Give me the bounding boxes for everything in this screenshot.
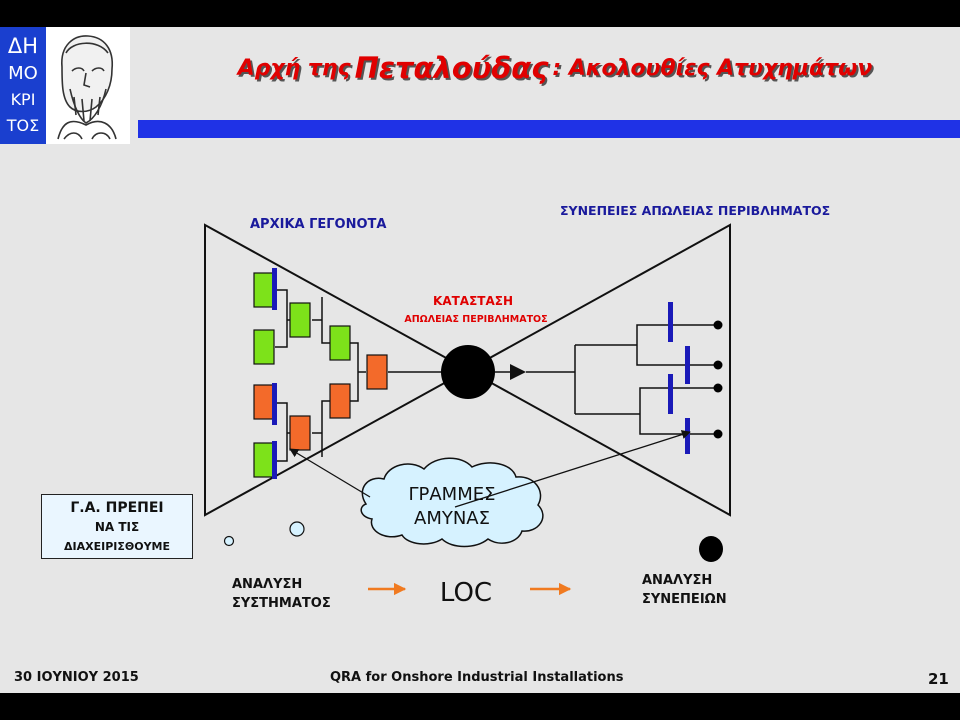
fault-tree-lines xyxy=(275,289,443,462)
slide-title: Αρχή της Πεταλούδας : Ακολουθίες Ατυχημά… xyxy=(150,43,960,93)
label-initial-events: ΑΡΧΙΚΑ ΓΕΓΟΝΟΤΑ xyxy=(250,217,386,232)
bottom-left-line2: ΣΥΣΤΗΜΑΤΟΣ xyxy=(232,596,331,611)
bottom-left-line1: ΑΝΑΛΥΣΗ xyxy=(232,577,302,592)
intermediate-box-orange xyxy=(289,415,311,451)
bowtie-diagram: ΓΡΑΜΜΕΣ ΑΜΥΝΑΣ ΑΡΧΙΚΑ ΓΕΓΟΝΟΤΑ ΣΥΝΕΠΕΙΕΣ… xyxy=(204,203,830,611)
cloud-text-line2: ΑΜΥΝΑΣ xyxy=(414,508,490,529)
footer-title: QRA for Onshore Industrial Installations xyxy=(330,670,624,685)
loss-of-containment-node xyxy=(441,345,495,399)
logo-letters-3: ΚΡΙ xyxy=(11,90,36,109)
barrier-bar xyxy=(272,268,277,310)
footer-date: 30 ΙΟΥΝΙΟΥ 2015 xyxy=(14,670,139,685)
cloud-text-line1: ΓΡΑΜΜΕΣ xyxy=(408,484,495,505)
title-part-3: : Ακολουθίες Ατυχημάτων xyxy=(552,55,873,81)
center-arrowhead xyxy=(510,364,526,380)
pointer-arrow-right xyxy=(454,430,691,508)
bust-portrait-icon xyxy=(57,35,117,140)
slide: ΔΗ ΜΟ ΚΡΙ ΤΟΣ Αρχή της Πεταλούδας : Ακολ… xyxy=(0,27,960,693)
initial-event-box-green xyxy=(253,329,275,365)
top-event-box-orange xyxy=(366,354,388,390)
democritus-logo: ΔΗ ΜΟ ΚΡΙ ΤΟΣ xyxy=(0,27,130,144)
bottom-right-line1: ΑΝΑΛΥΣΗ xyxy=(642,573,712,588)
outcome-dot xyxy=(713,383,723,393)
label-consequences: ΣΥΝΕΠΕΙΕΣ ΑΠΩΛΕΙΑΣ ΠΕΡΙΒΛΗΜΑΤΟΣ xyxy=(560,203,830,218)
consequence-dot xyxy=(699,536,723,562)
logo-letters-4: ΤΟΣ xyxy=(6,116,39,135)
title-part-2: Πεταλούδας xyxy=(354,51,549,85)
intermediate-box-orange xyxy=(329,383,351,419)
note-line2: ΝΑ ΤΙΣ xyxy=(94,520,140,534)
center-state-line1: ΚΑΤΑΣΤΑΣΗ xyxy=(433,294,513,308)
intermediate-box-green xyxy=(329,325,351,361)
barrier-bar xyxy=(272,441,277,479)
right-triangle xyxy=(465,223,731,517)
outcome-dot xyxy=(713,429,723,439)
barrier-bar xyxy=(685,418,690,454)
initial-event-box-orange xyxy=(253,384,275,420)
logo-letters-1: ΔΗ xyxy=(8,34,38,58)
initial-event-box-green xyxy=(253,272,275,308)
page-number: 21 xyxy=(928,670,949,688)
note-line1: Γ.Α. ΠΡΕΠΕΙ xyxy=(70,500,164,516)
bottom-center-loc: LOC xyxy=(440,578,492,608)
initial-event-box-green xyxy=(253,442,275,478)
logo-letters-2: ΜΟ xyxy=(8,63,38,84)
event-tree-lines xyxy=(526,324,718,435)
center-state-line2: ΑΠΩΛΕΙΑΣ ΠΕΡΙΒΛΗΜΑΤΟΣ xyxy=(404,314,547,325)
title-part-1: Αρχή της xyxy=(237,55,351,81)
barrier-bar xyxy=(668,302,673,342)
defense-lines-cloud xyxy=(223,457,544,548)
left-triangle xyxy=(204,223,471,517)
note-box: Γ.Α. ΠΡΕΠΕΙ ΝΑ ΤΙΣ ΔΙΑΧΕΙΡΙΣΘΟΥΜΕ xyxy=(41,494,193,559)
outcome-dot xyxy=(713,360,723,370)
barrier-bar xyxy=(685,346,690,384)
barrier-bar xyxy=(272,383,277,425)
title-underline-bar xyxy=(138,120,960,138)
pointer-arrow-left xyxy=(289,448,371,498)
barrier-bar xyxy=(668,374,673,414)
intermediate-box-green xyxy=(289,302,311,338)
note-line3: ΔΙΑΧΕΙΡΙΣΘΟΥΜΕ xyxy=(63,540,170,553)
bottom-right-line2: ΣΥΝΕΠΕΙΩΝ xyxy=(642,592,727,607)
outcome-dot xyxy=(713,320,723,330)
